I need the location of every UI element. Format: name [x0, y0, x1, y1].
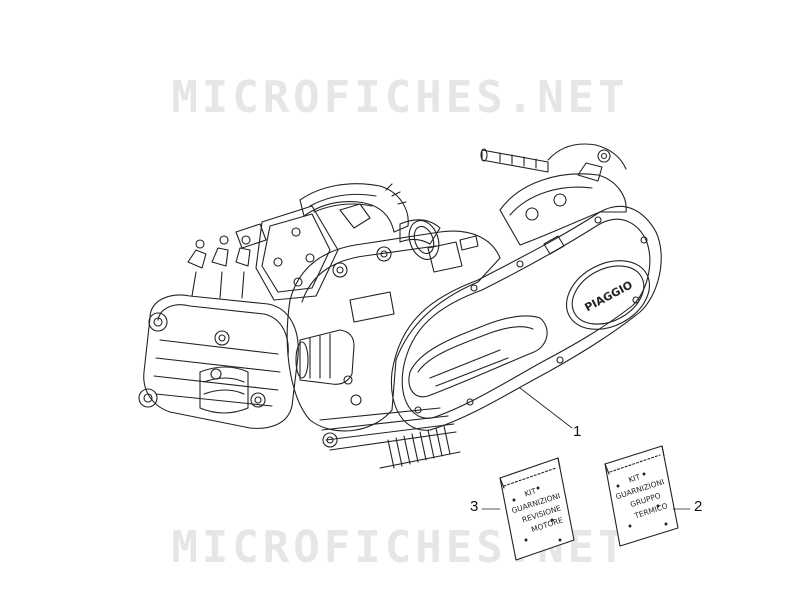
cvt-cover [390, 205, 662, 431]
gasket-kit-2-illustration [604, 445, 691, 547]
engine-brand-text: PIAGGIO [583, 278, 635, 314]
kit3-label-line1: KIT [523, 486, 537, 498]
leader-line-1 [519, 387, 573, 429]
gasket-kit-3-illustration [481, 457, 575, 561]
output-shaft [480, 143, 627, 182]
throttle-body [235, 203, 371, 301]
kit2-label-line1: KIT [627, 472, 641, 484]
watermark-top: MICROFICHES.NET [171, 72, 629, 123]
cylinder-head [138, 235, 299, 429]
callout-1: 1 [573, 423, 582, 440]
callout-2: 2 [694, 498, 703, 515]
starter-motor [295, 329, 355, 385]
crankcase [286, 219, 501, 469]
transmission-housing [499, 173, 627, 255]
callout-3: 3 [470, 498, 479, 515]
intake-duct [299, 183, 440, 260]
